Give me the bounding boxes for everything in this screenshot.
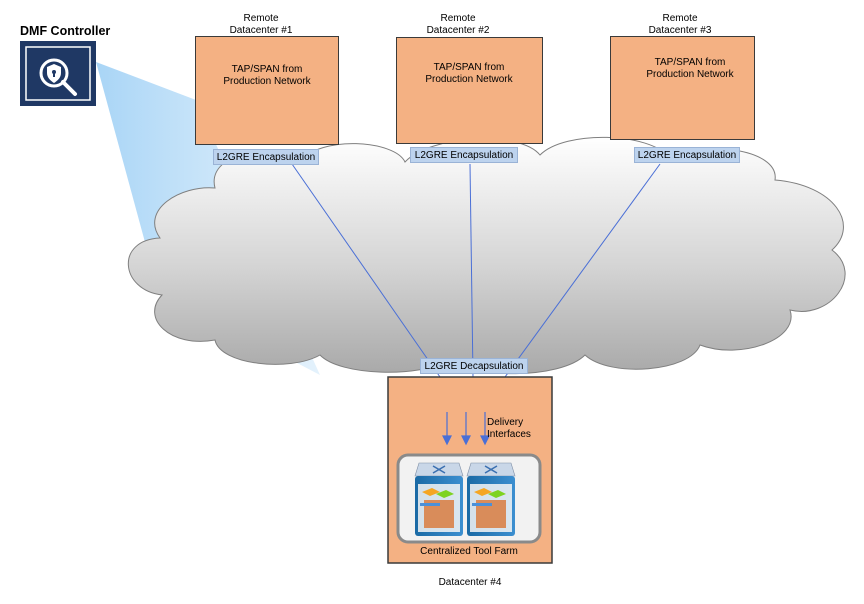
datacenter-1-name-line1: Remote bbox=[243, 13, 279, 24]
datacenter-3-name-line2: Datacenter #3 bbox=[648, 25, 712, 36]
datacenter-2-encap-label: L2GRE Encapsulation bbox=[410, 147, 518, 163]
tunnel-links bbox=[291, 163, 661, 378]
tool-server-2-icon bbox=[466, 462, 516, 536]
datacenter-1-tap-line1: TAP/SPAN from bbox=[231, 64, 303, 75]
tool-server-1-icon bbox=[414, 462, 464, 536]
datacenter-1-tap-label: TAP/SPAN from Production Network bbox=[212, 64, 322, 88]
tunnel-line-dc1 bbox=[291, 163, 441, 378]
delivery-arrows bbox=[442, 412, 490, 446]
tunnel-line-dc2 bbox=[469, 163, 474, 378]
datacenter-3-tap-line2: Production Network bbox=[646, 69, 734, 80]
datacenter-3-encap-label: L2GRE Encapsulation bbox=[634, 147, 740, 163]
delivery-line1: Delivery bbox=[487, 417, 524, 428]
network-cloud bbox=[127, 136, 846, 375]
delivery-line2: Interfaces bbox=[487, 429, 531, 440]
tool-farm-label: Centralized Tool Farm bbox=[420, 546, 518, 557]
datacenter-1-name: Remote Datacenter #1 bbox=[216, 13, 306, 37]
datacenter-1-encap-label: L2GRE Encapsulation bbox=[213, 149, 319, 165]
controller-title: DMF Controller bbox=[20, 24, 111, 38]
datacenter-2-name-line2: Datacenter #2 bbox=[426, 25, 490, 36]
datacenter-1-tap-line2: Production Network bbox=[223, 76, 311, 87]
datacenter-2-name: Remote Datacenter #2 bbox=[413, 13, 503, 37]
datacenter-3-name-line1: Remote bbox=[662, 13, 698, 24]
datacenter-3-box bbox=[610, 36, 755, 140]
dmf-controller-icon bbox=[20, 41, 96, 106]
datacenter-4-name: Datacenter #4 bbox=[438, 577, 502, 588]
delivery-interfaces-label: Delivery Interfaces bbox=[487, 417, 547, 441]
datacenter-3-tap-line1: TAP/SPAN from bbox=[654, 57, 726, 68]
datacenter-2-tap-line1: TAP/SPAN from bbox=[433, 62, 505, 73]
datacenter-2-box bbox=[396, 37, 543, 144]
datacenter-3-name: Remote Datacenter #3 bbox=[635, 13, 725, 37]
decap-label: L2GRE Decapsulation bbox=[420, 358, 528, 374]
datacenter-2-tap-line2: Production Network bbox=[425, 74, 513, 85]
tunnel-line-dc3 bbox=[504, 163, 661, 378]
datacenter-3-tap-label: TAP/SPAN from Production Network bbox=[635, 57, 745, 81]
datacenter-2-tap-label: TAP/SPAN from Production Network bbox=[414, 62, 524, 86]
datacenter-2-name-line1: Remote bbox=[440, 13, 476, 24]
datacenter-1-box bbox=[195, 36, 339, 145]
datacenter-1-name-line2: Datacenter #1 bbox=[229, 25, 293, 36]
